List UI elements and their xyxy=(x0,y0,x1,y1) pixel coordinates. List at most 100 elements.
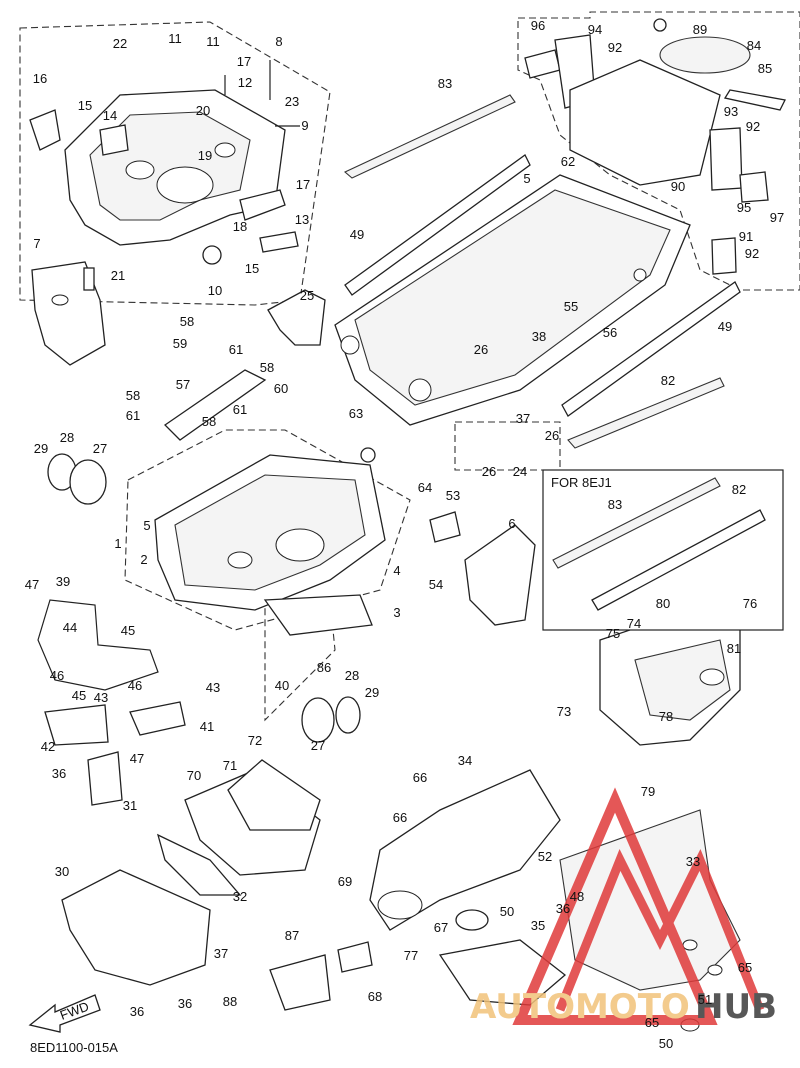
top-right-brackets xyxy=(524,18,786,275)
callout-c13: 13 xyxy=(295,212,309,227)
variant-box: FOR 8EJ1 xyxy=(542,469,784,631)
callout-c15b: 15 xyxy=(245,261,259,276)
front-frame-upper xyxy=(29,60,300,265)
callout-c8: 8 xyxy=(275,34,282,49)
callout-c12: 12 xyxy=(238,75,252,90)
callout-c52: 52 xyxy=(538,849,552,864)
callout-c59: 59 xyxy=(173,336,187,351)
callout-c65b: 65 xyxy=(645,1015,659,1030)
callout-c28b: 28 xyxy=(345,668,359,683)
callout-c5b: 5 xyxy=(523,171,530,186)
callout-c56: 56 xyxy=(603,325,617,340)
callout-c35: 35 xyxy=(531,918,545,933)
callout-c43b: 43 xyxy=(206,680,220,695)
callout-c82a: 82 xyxy=(661,373,675,388)
callout-c1: 1 xyxy=(114,536,121,551)
callout-c58a: 58 xyxy=(180,314,194,329)
lower-covers-left xyxy=(61,759,321,986)
grommets xyxy=(47,453,361,743)
callout-c24: 24 xyxy=(513,464,527,479)
callout-c14: 14 xyxy=(103,108,117,123)
callout-c15a: 15 xyxy=(78,98,92,113)
callout-c86: 86 xyxy=(317,660,331,675)
callout-c48: 48 xyxy=(570,889,584,904)
callout-c39: 39 xyxy=(56,574,70,589)
watermark-brand-part2: HUB xyxy=(695,987,777,1027)
callout-c20: 20 xyxy=(196,103,210,118)
callout-c68: 68 xyxy=(368,989,382,1004)
callout-c70: 70 xyxy=(187,768,201,783)
callout-c60: 60 xyxy=(274,381,288,396)
callout-c22: 22 xyxy=(113,36,127,51)
lower-left-parts xyxy=(37,599,186,806)
callout-c37b: 37 xyxy=(214,946,228,961)
callout-c7: 7 xyxy=(33,236,40,251)
callout-c61a: 61 xyxy=(229,342,243,357)
callout-c54: 54 xyxy=(429,577,443,592)
callout-c26c: 26 xyxy=(482,464,496,479)
callout-c47a: 47 xyxy=(25,577,39,592)
callout-c95: 95 xyxy=(737,200,751,215)
callout-c11b: 11 xyxy=(206,34,220,49)
callout-c10: 10 xyxy=(208,283,222,298)
callout-c3: 3 xyxy=(393,605,400,620)
callout-c93: 93 xyxy=(724,104,738,119)
callout-c38: 38 xyxy=(532,329,546,344)
callout-c49a: 49 xyxy=(350,227,364,242)
callout-c21: 21 xyxy=(111,268,125,283)
callout-c58b: 58 xyxy=(260,360,274,375)
callout-c36a: 36 xyxy=(52,766,66,781)
callout-c41: 41 xyxy=(200,719,214,734)
callout-c29a: 29 xyxy=(34,441,48,456)
callout-c96: 96 xyxy=(531,18,545,33)
callout-c31: 31 xyxy=(123,798,137,813)
callout-c2: 2 xyxy=(140,552,147,567)
callout-c26a: 26 xyxy=(474,342,488,357)
callout-c62: 62 xyxy=(561,154,575,169)
callout-c51: 51 xyxy=(698,992,712,1007)
callout-c40: 40 xyxy=(275,678,289,693)
watermark-logo-m-icon xyxy=(555,849,765,1012)
callout-c53: 53 xyxy=(446,488,460,503)
diagram-code: 8ED1100-015A xyxy=(30,1040,118,1055)
callout-c9: 9 xyxy=(301,118,308,133)
callout-c90: 90 xyxy=(671,179,685,194)
callout-c67: 67 xyxy=(434,920,448,935)
callout-c17a: 17 xyxy=(237,54,251,69)
callout-c33: 33 xyxy=(686,854,700,869)
callout-c79: 79 xyxy=(641,784,655,799)
callout-c49b: 49 xyxy=(718,319,732,334)
callout-c73: 73 xyxy=(557,704,571,719)
callout-c44: 44 xyxy=(63,620,77,635)
left-brackets xyxy=(31,261,326,366)
callout-c50a: 50 xyxy=(500,904,514,919)
callout-c37: 37 xyxy=(516,411,530,426)
callout-c36d: 36 xyxy=(178,996,192,1011)
callout-c58d: 58 xyxy=(202,414,216,429)
callout-c23: 23 xyxy=(285,94,299,109)
callout-c47b: 47 xyxy=(130,751,144,766)
callout-c25: 25 xyxy=(300,288,314,303)
callout-c72: 72 xyxy=(248,733,262,748)
watermark-logo-icon xyxy=(512,787,718,1025)
callout-c28a: 28 xyxy=(60,430,74,445)
callout-c42: 42 xyxy=(41,739,55,754)
callout-c17b: 17 xyxy=(296,177,310,192)
callout-c78: 78 xyxy=(659,709,673,724)
variant-box-label: FOR 8EJ1 xyxy=(551,475,612,490)
callout-c69: 69 xyxy=(338,874,352,889)
right-side-covers xyxy=(599,599,741,746)
watermark: AUTOMOTO HUB xyxy=(470,787,777,1027)
callout-c82b: 82 xyxy=(732,482,746,497)
callout-c5a: 5 xyxy=(143,518,150,533)
callout-c66a: 66 xyxy=(413,770,427,785)
callout-c94: 94 xyxy=(588,22,602,37)
callout-c61b: 61 xyxy=(233,402,247,417)
callout-c92b: 92 xyxy=(746,119,760,134)
callout-c64: 64 xyxy=(418,480,432,495)
middle-assembly xyxy=(154,447,536,636)
callout-c85: 85 xyxy=(758,61,772,76)
callout-c34: 34 xyxy=(458,753,472,768)
